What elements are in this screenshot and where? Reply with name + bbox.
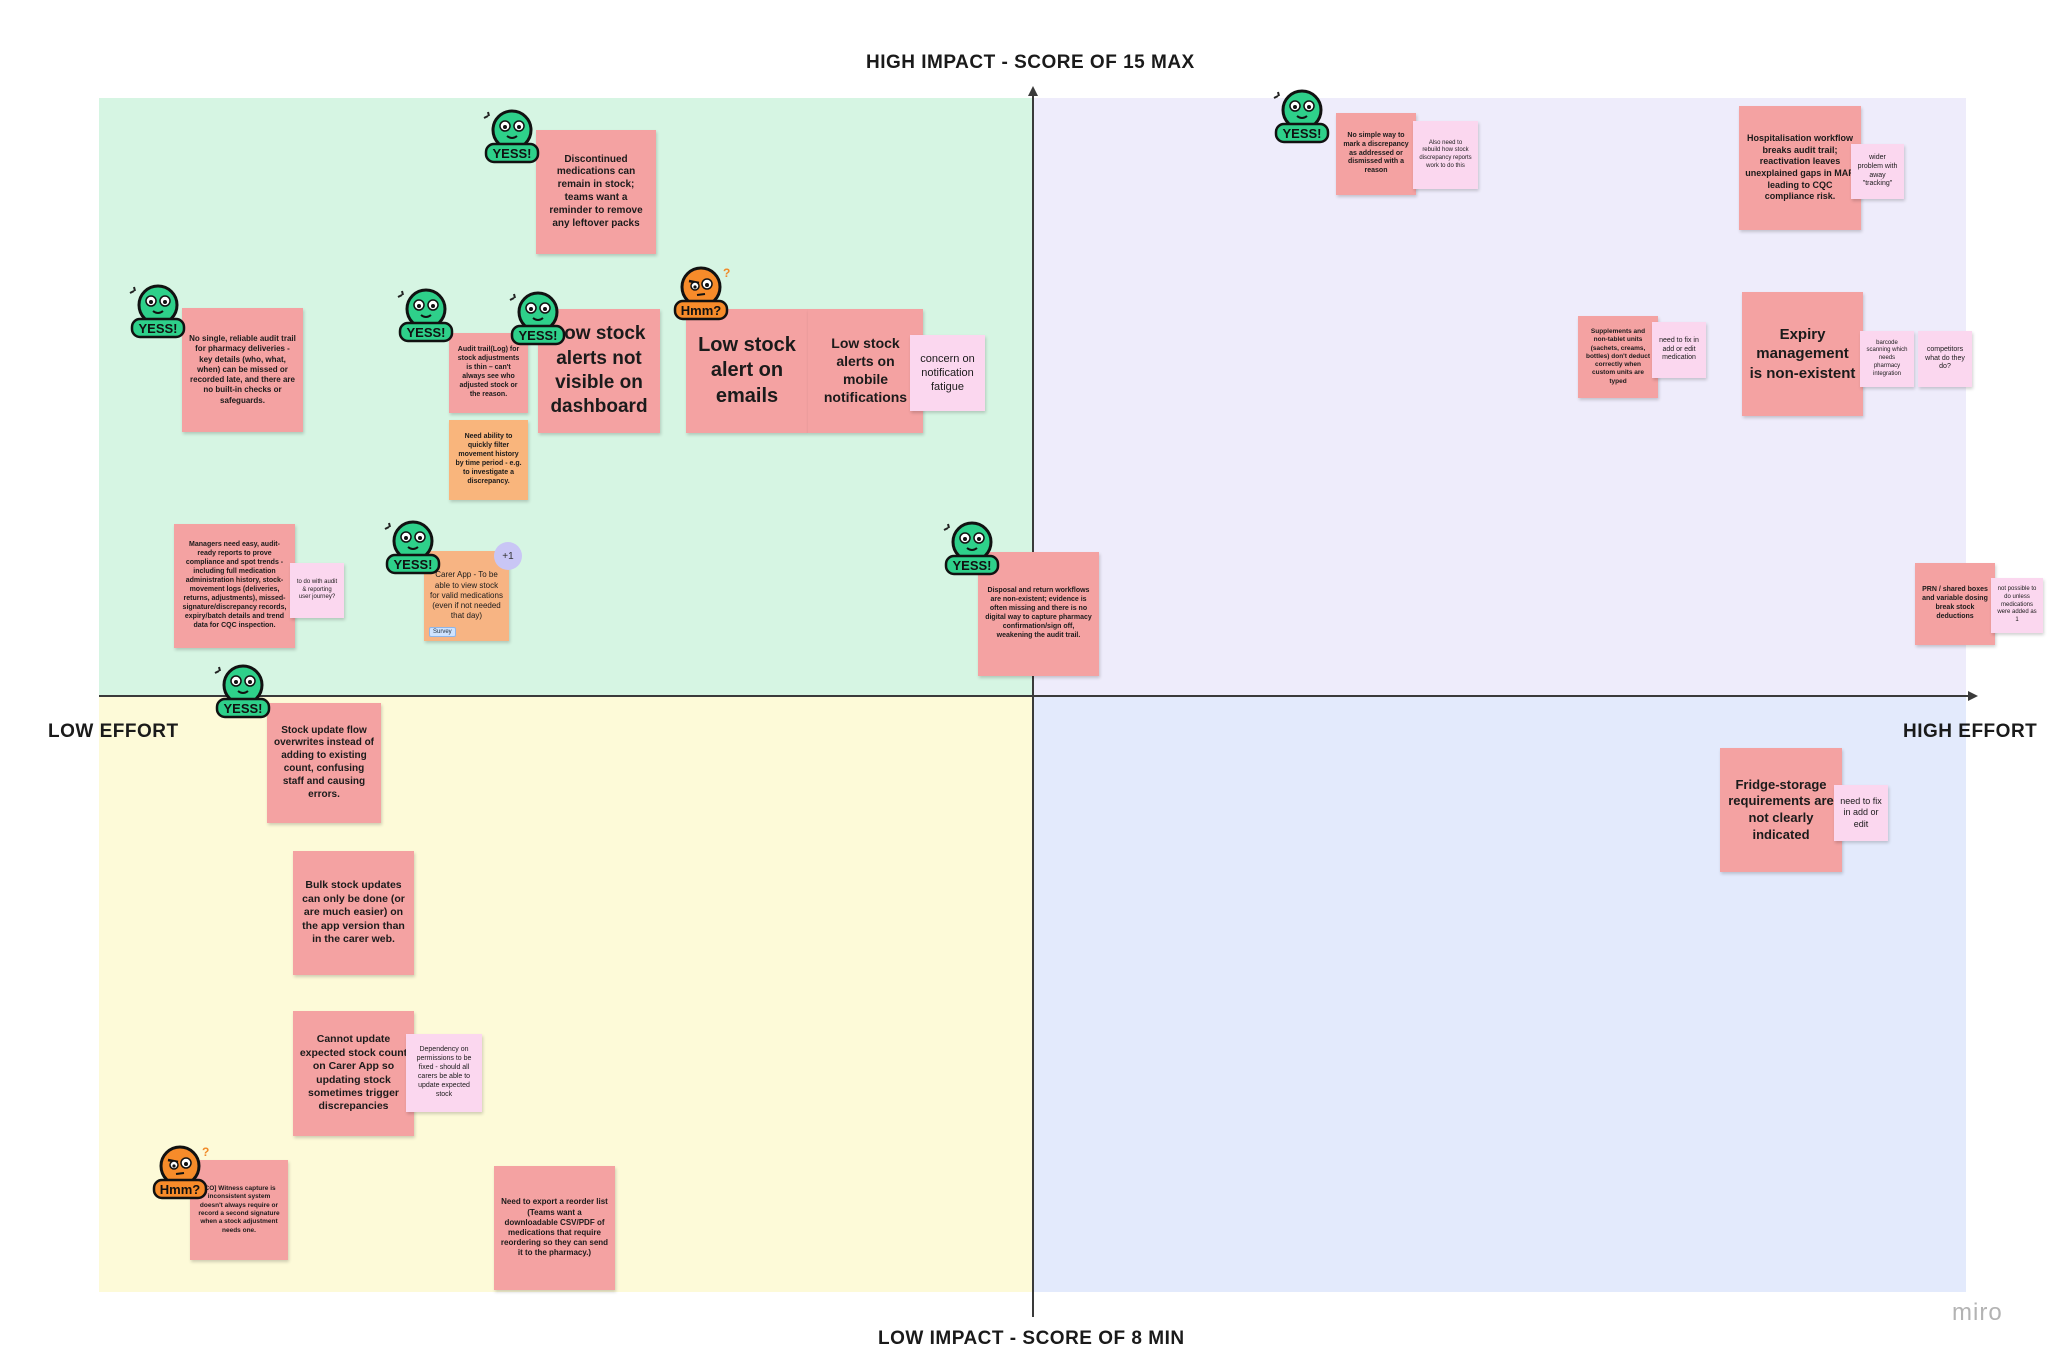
axis-label-top: HIGH IMPACT - SCORE OF 15 MAX	[866, 52, 1195, 73]
svg-text:Hmm?: Hmm?	[160, 1182, 201, 1197]
svg-text:Hmm?: Hmm?	[681, 303, 722, 318]
svg-text:YESS!: YESS!	[406, 325, 445, 340]
sticky-note[interactable]: Bulk stock updates can only be done (or …	[293, 851, 414, 975]
svg-text:?: ?	[723, 266, 730, 280]
sticky-note[interactable]: competitors what do they do?	[1918, 331, 1972, 387]
sticky-note[interactable]: Managers need easy, audit-ready reports …	[174, 524, 295, 648]
yess-sticker-icon[interactable]: YESS!	[381, 519, 445, 575]
yess-sticker-icon[interactable]: YESS!	[506, 290, 570, 346]
sticky-note[interactable]: not possible to do unless medications we…	[1991, 578, 2043, 633]
survey-tag[interactable]: Survey	[429, 627, 456, 637]
svg-text:YESS!: YESS!	[492, 146, 531, 161]
sticky-note[interactable]: Low stock alert on emails	[686, 309, 808, 433]
svg-text:?: ?	[202, 1145, 209, 1159]
sticky-note[interactable]: Discontinued medications can remain in s…	[536, 130, 656, 254]
yess-sticker-icon[interactable]: YESS!	[480, 108, 544, 164]
yess-sticker-icon[interactable]: YESS!	[126, 283, 190, 339]
sticky-note[interactable]: Disposal and return workflows are non-ex…	[978, 552, 1099, 676]
sticky-note[interactable]: PRN / shared boxes and variable dosing b…	[1915, 563, 1995, 645]
vertical-axis	[1032, 92, 1034, 1317]
miro-logo: miro	[1952, 1299, 2003, 1326]
yess-sticker-icon[interactable]: YESS!	[1270, 88, 1334, 144]
sticky-note[interactable]: Fridge-storage requirements are not clea…	[1720, 748, 1842, 872]
sticky-note[interactable]: No simple way to mark a discrepancy as a…	[1336, 113, 1416, 195]
sticky-note[interactable]: barcode scanning which needs pharmacy in…	[1860, 331, 1914, 387]
sticky-note[interactable]: Stock update flow overwrites instead of …	[267, 703, 381, 823]
sticky-note[interactable]: Also need to rebuild how stock discrepan…	[1413, 121, 1478, 189]
horizontal-axis-arrow-icon	[1968, 691, 1978, 701]
sticky-note[interactable]: to do with audit & reporting user journe…	[290, 563, 344, 618]
axis-label-right: HIGH EFFORT	[1903, 721, 2038, 742]
sticky-note[interactable]: need to fix in add or edit medication	[1652, 322, 1706, 378]
horizontal-axis	[99, 695, 1971, 697]
sticky-note[interactable]: Low stock alerts not visible on dashboar…	[538, 309, 660, 433]
sticky-note[interactable]: No single, reliable audit trail for phar…	[182, 308, 303, 432]
sticky-note[interactable]: wider problem with away "tracking"	[1851, 144, 1904, 199]
sticky-note[interactable]: concern on notification fatigue	[910, 335, 985, 411]
voter-avatar[interactable]: +1	[494, 542, 522, 570]
sticky-note[interactable]: Low stock alerts on mobile notifications	[808, 309, 923, 433]
yess-sticker-icon[interactable]: YESS!	[940, 520, 1004, 576]
yess-sticker-icon[interactable]: YESS!	[211, 663, 275, 719]
hmm-sticker-icon[interactable]: ? Hmm?	[669, 265, 733, 321]
svg-text:YESS!: YESS!	[952, 558, 991, 573]
svg-text:YESS!: YESS!	[518, 328, 557, 343]
sticky-note[interactable]: Expiry management is non-existent	[1742, 292, 1863, 416]
axis-label-left: LOW EFFORT	[48, 721, 179, 742]
sticky-note[interactable]: [CO] Witness capture is inconsistent sys…	[190, 1160, 288, 1260]
svg-text:YESS!: YESS!	[393, 557, 432, 572]
sticky-note[interactable]: Cannot update expected stock count on Ca…	[293, 1011, 414, 1136]
yess-sticker-icon[interactable]: YESS!	[394, 287, 458, 343]
sticky-note[interactable]: Supplements and non-tablet units (sachet…	[1578, 316, 1658, 398]
sticky-note[interactable]: need to fix in add or edit	[1834, 785, 1888, 841]
sticky-note[interactable]: Need to export a reorder list (Teams wan…	[494, 1166, 615, 1290]
svg-text:YESS!: YESS!	[1282, 126, 1321, 141]
svg-text:YESS!: YESS!	[223, 701, 262, 716]
sticky-note[interactable]: Dependency on permissions to be fixed - …	[406, 1034, 482, 1112]
axis-label-bottom: LOW IMPACT - SCORE OF 8 MIN	[878, 1328, 1185, 1349]
sticky-note[interactable]: Need ability to quickly filter movement …	[449, 420, 528, 500]
sticky-note[interactable]: Audit trail(Log) for stock adjustments i…	[449, 333, 528, 413]
vertical-axis-arrow-icon	[1028, 86, 1038, 96]
sticky-note[interactable]: Hospitalisation workflow breaks audit tr…	[1739, 106, 1861, 230]
svg-text:YESS!: YESS!	[138, 321, 177, 336]
hmm-sticker-icon[interactable]: ? Hmm?	[148, 1144, 212, 1200]
